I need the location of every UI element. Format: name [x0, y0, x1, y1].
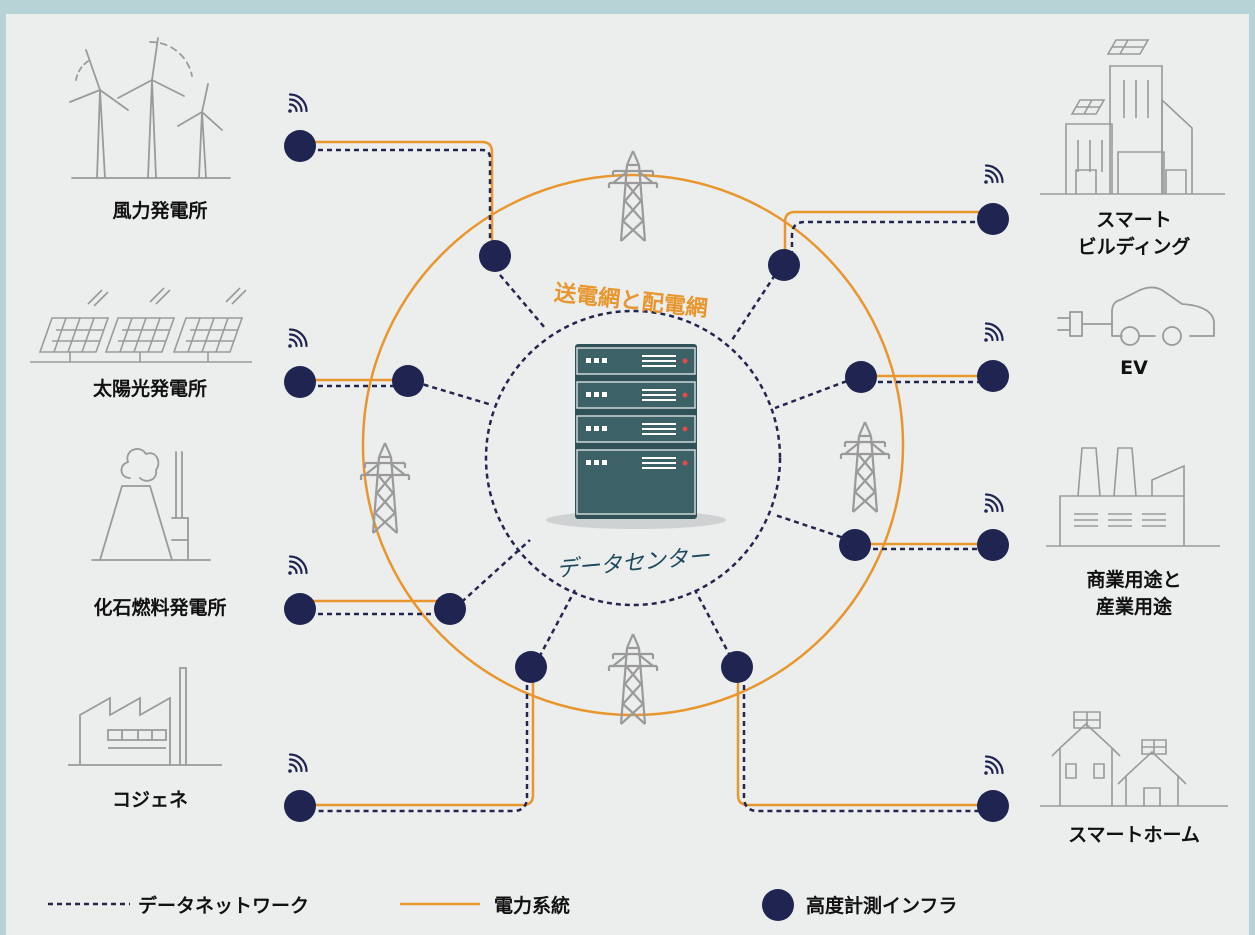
meter-node — [434, 593, 466, 625]
data-center-network-circle — [484, 309, 782, 607]
smart-home-icon — [1040, 711, 1228, 807]
diagram-canvas: 送電網と配電網 データセンター — [30, 37, 1228, 921]
legend-meter-node — [762, 889, 794, 921]
label-commercial-industrial: 商業用途と 産業用途 — [1086, 569, 1182, 618]
label-fossil-plant: 化石燃料発電所 — [93, 597, 227, 619]
wifi-signal-icon — [287, 328, 308, 349]
meter-node — [284, 790, 316, 822]
meter-node — [845, 361, 877, 393]
meter-node — [977, 529, 1009, 561]
meter-node — [392, 365, 424, 397]
meter-node — [977, 790, 1009, 822]
data-network-lines — [300, 148, 993, 813]
smart-building-icon — [1040, 39, 1225, 195]
power-lines — [300, 140, 993, 807]
transmission-tower-icon — [607, 632, 659, 726]
label-smart-home: スマートホーム — [1068, 824, 1200, 846]
label-solar-farm: 太陽光発電所 — [92, 378, 207, 400]
solar-panel-icon — [30, 287, 252, 363]
legend-power-system-label: 電力系統 — [494, 895, 571, 917]
label-smart-building: スマート ビルディング — [1077, 209, 1191, 258]
wifi-signal-icon — [287, 93, 308, 114]
label-ev: EV — [1120, 357, 1148, 379]
wifi-signal-icon — [983, 493, 1004, 514]
meter-node — [515, 651, 547, 683]
industrial-building-icon — [1046, 447, 1220, 547]
wifi-signal-icon — [983, 755, 1004, 776]
label-cogeneration: コジェネ — [111, 789, 188, 811]
label-wind-farm: 風力発電所 — [112, 200, 208, 222]
meter-node — [284, 366, 316, 398]
wind-turbine-icon — [69, 37, 231, 179]
meter-node — [768, 249, 800, 281]
meter-nodes — [284, 130, 1009, 822]
wifi-signal-icon — [287, 555, 308, 576]
server-rack-icon — [546, 344, 726, 529]
legend-ami-label: 高度計測インフラ — [806, 895, 958, 917]
meter-node — [839, 529, 871, 561]
meter-node — [977, 203, 1009, 235]
transmission-tower-icon — [607, 149, 659, 243]
ev-car-icon — [1057, 286, 1215, 346]
meter-node — [977, 360, 1009, 392]
data-center-label: データセンター — [555, 544, 712, 582]
transmission-tower-icon — [839, 420, 891, 514]
meter-node — [479, 240, 511, 272]
wifi-signal-icon — [287, 753, 308, 774]
diagram-frame: 送電網と配電網 データセンター — [6, 14, 1249, 935]
meter-node — [284, 593, 316, 625]
wifi-signal-icon — [983, 164, 1004, 185]
wifi-signal-icon — [983, 322, 1004, 343]
ring-label: 送電網と配電網 — [553, 280, 709, 322]
factory-icon — [68, 667, 222, 766]
fossil-power-plant-icon — [91, 448, 211, 561]
legend-data-network-label: データネットワーク — [138, 895, 310, 917]
meter-node — [284, 130, 316, 162]
meter-node — [721, 651, 753, 683]
transmission-tower-icon — [359, 441, 411, 535]
power-grid-ring — [361, 173, 905, 717]
